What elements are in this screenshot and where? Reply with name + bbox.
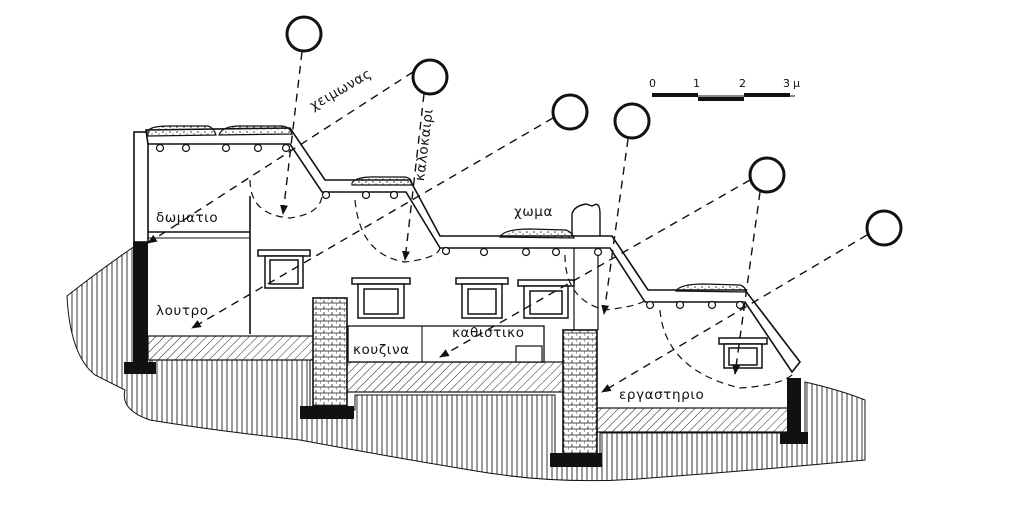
label-bath: λουτρο (156, 303, 209, 319)
sun-rays (147, 51, 868, 393)
sun-icon (748, 156, 786, 194)
roof-soil-layers (147, 125, 747, 293)
window (517, 279, 575, 319)
stove (515, 345, 543, 363)
brick-footing-2 (550, 453, 602, 467)
left-wall-base (133, 242, 148, 372)
floor-kitchen (345, 361, 567, 393)
sun-icon (285, 15, 323, 53)
window (257, 249, 311, 289)
floor-bath (147, 335, 319, 361)
window (718, 337, 768, 369)
scale-tick-0: 0 (649, 77, 656, 90)
sun-icon (411, 58, 449, 96)
ground-earth (66, 245, 866, 482)
brick-wall-2 (562, 329, 598, 456)
brick-footing-1 (300, 406, 354, 419)
window (351, 277, 411, 319)
sun-icon (613, 102, 651, 140)
label-room: δωματιο (156, 210, 219, 226)
left-footing (124, 362, 156, 374)
window (455, 277, 509, 319)
label-living: καθιστικο (452, 325, 525, 341)
brick-wall-1 (312, 297, 348, 407)
label-workshop: εργαστηριο (619, 387, 705, 403)
windows (257, 249, 768, 369)
sun-arcs (249, 179, 796, 389)
right-wall (787, 378, 801, 438)
label-earth: χωμα (514, 204, 553, 220)
label-kitchen: κουζινα (353, 342, 410, 358)
interior-space (148, 140, 795, 408)
roof-beams (155, 143, 745, 310)
right-footing (780, 432, 808, 444)
scale-bar (652, 93, 795, 101)
left-wall (133, 131, 149, 243)
chimney (571, 203, 601, 241)
scale-tick-2: 2 (739, 77, 746, 90)
scale-tick-3: 3 (783, 77, 790, 90)
sun-icon (551, 93, 589, 131)
sun-positions (285, 15, 903, 247)
floor-workshop (595, 407, 792, 433)
scale-unit: μ (793, 77, 800, 90)
scale-tick-1: 1 (693, 77, 700, 90)
sun-icon (865, 209, 903, 247)
